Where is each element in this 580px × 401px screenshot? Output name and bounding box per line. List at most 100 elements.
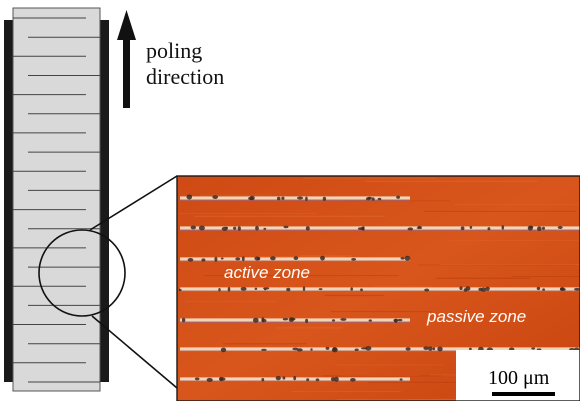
texture-streak bbox=[365, 180, 538, 182]
electrode-defect bbox=[357, 227, 364, 231]
texture-streak bbox=[324, 294, 384, 297]
electrode-defect bbox=[282, 376, 286, 380]
active-zone-label: active zone bbox=[224, 263, 310, 282]
electrode-defect bbox=[485, 286, 490, 291]
texture-streak bbox=[454, 204, 580, 205]
inner-electrode-edge bbox=[180, 350, 580, 352]
electrode-defect bbox=[478, 287, 483, 291]
texture-streak bbox=[330, 311, 432, 313]
magnification-circle bbox=[38, 229, 126, 317]
electrode-defect bbox=[263, 227, 267, 230]
electrode-defect bbox=[194, 377, 200, 381]
electrode-defect bbox=[428, 346, 433, 351]
texture-streak bbox=[275, 327, 343, 329]
electrode-defect bbox=[261, 348, 267, 351]
electrode-defect bbox=[396, 195, 400, 199]
electrode-defect bbox=[220, 347, 227, 353]
electrode-defect bbox=[286, 287, 291, 292]
electrode-defect bbox=[397, 318, 403, 322]
electrode-defect bbox=[469, 225, 473, 229]
inner-electrode-edge bbox=[180, 260, 410, 262]
electrode-defect bbox=[459, 286, 463, 291]
electrode-defect bbox=[393, 318, 399, 322]
inner-electrode-edge bbox=[180, 380, 410, 382]
electrode-defect bbox=[424, 288, 430, 292]
electrode-defect bbox=[275, 375, 281, 381]
electrode-defect bbox=[407, 227, 414, 231]
electrode-defect bbox=[187, 258, 194, 262]
electrode-defect bbox=[290, 317, 296, 321]
scale-bar-line bbox=[492, 392, 555, 396]
texture-streak bbox=[177, 213, 318, 214]
electrode-defect bbox=[528, 225, 534, 229]
electrode-defect bbox=[235, 257, 241, 261]
inner-electrode-line bbox=[180, 287, 580, 291]
electrode-defect bbox=[365, 197, 371, 201]
texture-streak bbox=[257, 256, 345, 258]
electrode-defect bbox=[241, 256, 245, 262]
electrode-defect bbox=[181, 317, 186, 323]
texture-streak bbox=[450, 240, 580, 241]
electrode-defect bbox=[399, 378, 403, 381]
texture-streak bbox=[299, 255, 353, 257]
electrode-defect bbox=[305, 196, 308, 201]
texture-streak bbox=[223, 343, 307, 345]
electrode-defect bbox=[480, 287, 487, 292]
texture-streak bbox=[407, 398, 473, 400]
electrode-defect bbox=[501, 225, 505, 230]
electrode-defect bbox=[334, 376, 339, 382]
electrode-defect bbox=[377, 197, 382, 201]
electrode-defect bbox=[220, 257, 224, 260]
electrode-defect bbox=[560, 287, 565, 291]
electrode-defect bbox=[261, 378, 265, 382]
electrode-defect bbox=[225, 226, 228, 229]
magnification-indicator bbox=[38, 175, 178, 389]
electrode-defect bbox=[423, 346, 429, 351]
poling-arrow bbox=[117, 10, 136, 108]
electrode-defect bbox=[469, 347, 472, 351]
electrode-defect bbox=[351, 258, 356, 261]
texture-streak bbox=[200, 194, 271, 196]
electrode-defect bbox=[281, 196, 285, 200]
electrode-defect bbox=[293, 376, 297, 381]
electrode-defect bbox=[297, 196, 304, 200]
electrode-defect bbox=[340, 318, 347, 321]
electrode-defect bbox=[404, 255, 411, 261]
electrode-defect bbox=[283, 225, 289, 229]
electrode-defect bbox=[206, 377, 213, 382]
ceramic-stack-body bbox=[12, 7, 101, 392]
electrode-defect bbox=[253, 317, 259, 323]
texture-streak bbox=[435, 277, 530, 279]
electrode-defect bbox=[371, 197, 375, 201]
electrode-defect bbox=[227, 287, 231, 292]
electrode-defect bbox=[282, 318, 288, 321]
connector-line-bottom bbox=[91, 315, 178, 389]
poling-label-line1: poling bbox=[146, 38, 202, 63]
texture-streak bbox=[405, 346, 468, 348]
electrode-defect bbox=[487, 227, 491, 231]
piezo-stack bbox=[4, 7, 109, 392]
electrode-defect bbox=[178, 288, 182, 292]
poling-arrow-shaft bbox=[123, 36, 130, 108]
texture-streak bbox=[373, 286, 432, 288]
electrode-defect bbox=[360, 288, 363, 292]
electrode-defect bbox=[263, 287, 270, 290]
electrode-defect bbox=[261, 318, 267, 323]
electrode-defect bbox=[542, 288, 545, 291]
scale-bar-label: 100 μm bbox=[488, 367, 550, 389]
electrode-defect bbox=[219, 376, 224, 382]
outer-electrode-right bbox=[100, 20, 109, 382]
texture-streak bbox=[322, 375, 443, 377]
electrode-defect bbox=[212, 195, 218, 200]
micrograph-frame bbox=[176, 175, 580, 401]
texture-streak bbox=[511, 276, 580, 277]
texture-streak bbox=[302, 177, 437, 179]
electrode-defect bbox=[305, 318, 309, 323]
poling-arrow-head bbox=[117, 10, 136, 40]
electrode-defect bbox=[365, 346, 372, 351]
texture-streak bbox=[334, 364, 446, 366]
electrode-defect bbox=[293, 256, 299, 260]
inner-electrode-line bbox=[180, 318, 410, 322]
electrode-defect bbox=[463, 288, 468, 292]
